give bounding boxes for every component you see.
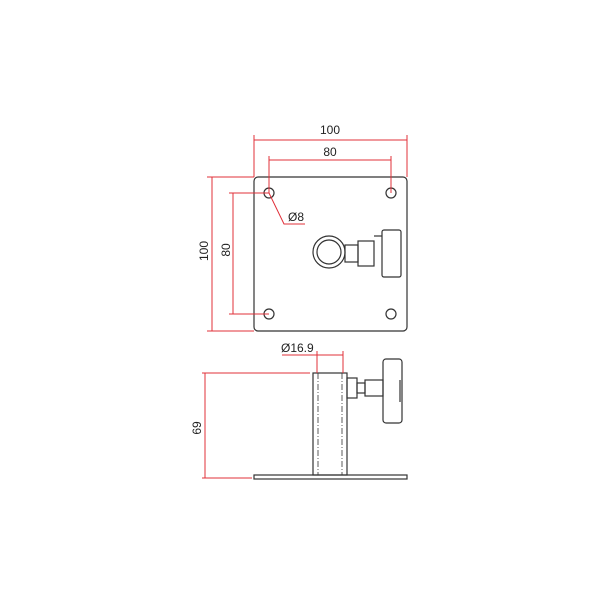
dim-hole-spacing-h: 80 <box>323 145 337 159</box>
clamp-collar <box>357 240 375 267</box>
dim-hole-diameter: Ø8 <box>288 210 304 224</box>
clamp-collar-side <box>364 379 384 397</box>
base-plate-side <box>253 474 408 480</box>
tube-side <box>312 372 348 476</box>
dim-plate-width: 100 <box>320 123 340 137</box>
dim-total-height: 69 <box>190 421 204 435</box>
tube-inner <box>316 239 342 265</box>
dim-tube-diameter: Ø16.9 <box>281 341 314 355</box>
tube-outer <box>312 235 346 269</box>
clamp-shaft-side <box>346 377 358 399</box>
top-view: 100 80 100 80 Ø8 <box>197 123 408 332</box>
dim-hole-spacing-v: 80 <box>219 243 233 257</box>
base-plate <box>253 176 408 332</box>
leader-hole-diameter <box>268 192 305 225</box>
clamp-knob-side <box>382 358 403 424</box>
mount-hole <box>385 308 397 320</box>
clamp-knob <box>381 229 402 278</box>
dim-plate-height: 100 <box>197 241 211 261</box>
clamp-shaft <box>344 244 359 263</box>
side-view: Ø16.9 69 <box>190 341 408 480</box>
